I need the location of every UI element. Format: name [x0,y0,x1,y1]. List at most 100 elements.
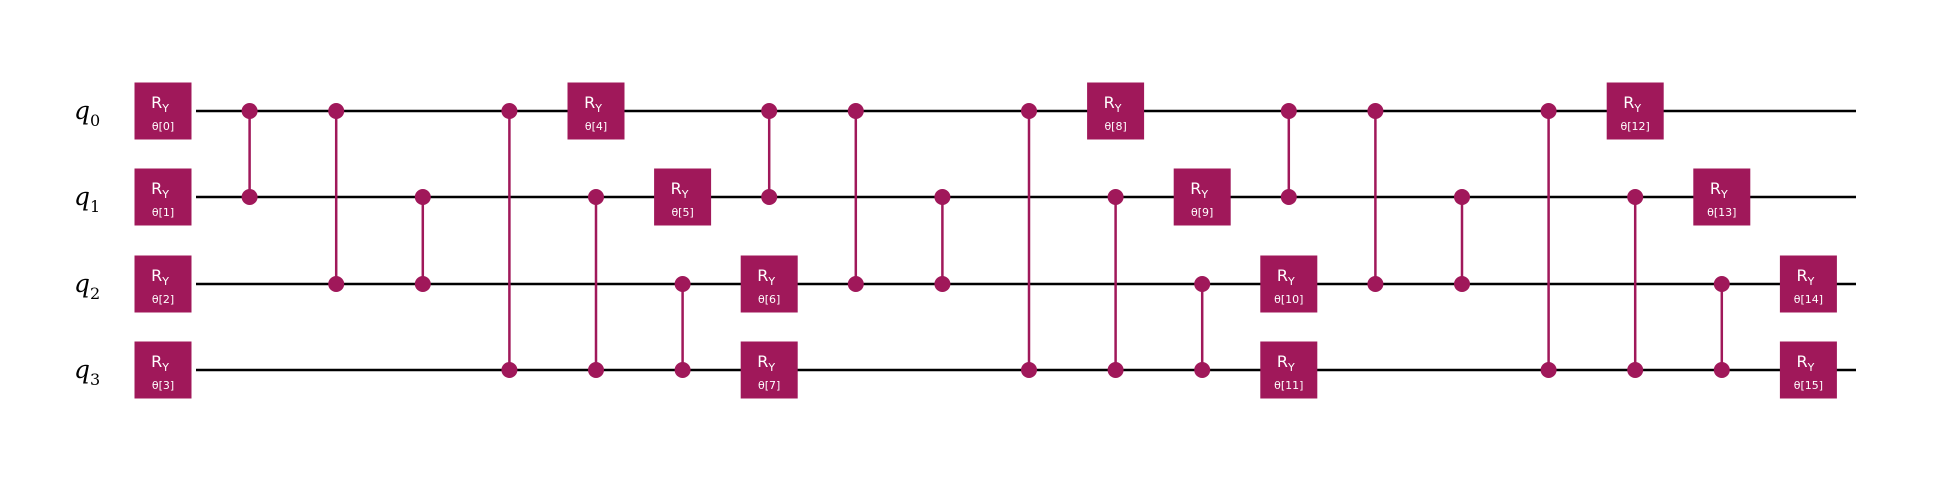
ry-gate-box [740,255,798,313]
ry-gate: RY θ[10] [1260,255,1318,313]
cz-control-dot [1540,103,1557,119]
cz-gate [847,103,864,292]
cz-control-dot [1454,189,1470,205]
cz-control-dot [1367,276,1384,292]
ry-gate: RY θ[0] [134,82,192,140]
cz-control-dot [1627,189,1644,205]
cz-control-dot [847,276,864,292]
cz-control-dot [934,189,951,205]
qubit-label-q1: q1 [74,182,100,216]
ry-gate-label: RY [1104,93,1122,115]
cz-control-dot [501,103,518,119]
cz-control-dot [1280,189,1297,205]
cz-gate [1021,103,1037,378]
cz-control-dot [241,103,258,119]
cz-gate [1713,276,1730,378]
ry-gate-label: RY [584,93,602,115]
ry-gate: RYθ[2] [134,255,192,313]
ry-gate-label: RY [1796,352,1814,374]
cz-control-dot [1713,362,1730,378]
ry-gate-label: RY [1190,179,1208,201]
cz-control-dot [847,103,864,119]
ry-gate-box [1779,255,1837,313]
cz-gate [1280,103,1297,205]
ry-gate-parameter: θ[6] [758,293,780,306]
cz-gate [1627,189,1644,378]
ry-gate-parameter: θ[15] [1794,379,1823,392]
ry-gate: RY θ[5] [654,168,712,226]
ry-gate-box [654,168,712,226]
cz-gate [761,103,778,205]
cz-control-dot [1713,276,1730,292]
cz-control-dot [1194,276,1211,292]
cz-gate [414,189,431,292]
ry-gate: RY θ[4] [567,82,625,140]
ry-gate: RYθ[3] [134,341,192,399]
ry-gate-label: RY [757,352,775,374]
ry-gates: RYθ[0]RYθ[1]RYθ[2]RYθ[3]RYθ[4]RYθ[5]RYθ[… [134,82,1837,399]
ry-gate-parameter: θ[10] [1274,293,1303,306]
ry-gate-box [1260,255,1318,313]
cz-control-dot [1540,362,1557,378]
ry-gate-parameter: θ[0] [152,120,174,133]
cz-gate [501,103,518,378]
controlled-z-gates [241,103,1730,378]
ry-gate-box [567,82,625,140]
ry-gate: RY θ[8] [1087,82,1145,140]
ry-gate-label: RY [671,179,689,201]
ry-gate-box [1087,82,1145,140]
ry-gate-label: RY [151,93,169,115]
ry-gate-parameter: θ[8] [1104,120,1126,133]
cz-gate [241,103,258,205]
cz-control-dot [674,276,691,292]
ry-gate-box [1173,168,1231,226]
ry-gate-label: RY [1277,266,1295,288]
ry-gate-box [1693,168,1751,226]
cz-control-dot [501,362,518,378]
cz-gate [934,189,951,292]
ry-gate-parameter: θ[12] [1621,120,1650,133]
ry-gate-label: RY [151,266,169,288]
cz-gate [1454,189,1470,292]
ry-gate: RY θ[6] [740,255,798,313]
ry-gate: RYθ[12] [1606,82,1664,140]
ry-gate-box [134,82,192,140]
ry-gate: RY θ[14] [1779,255,1837,313]
ry-gate-parameter: θ[9] [1191,206,1213,219]
ry-gate-box [1260,341,1318,399]
cz-gate [1540,103,1557,378]
ry-gate: RY θ[15] [1779,341,1837,399]
cz-control-dot [1627,362,1644,378]
ry-gate-label: RY [151,352,169,374]
cz-gate [674,276,691,378]
qubit-wires [196,109,1856,372]
ry-gate-label: RY [757,266,775,288]
ry-gate: RYθ[1] [134,168,192,226]
ry-gate-label: RY [1710,179,1728,201]
ry-gate-box [134,255,192,313]
qubit-label-q0: q0 [74,96,100,130]
ry-gate-label: RY [1796,266,1814,288]
ry-gate: RYθ[13] [1693,168,1751,226]
ry-gate-parameter: θ[14] [1794,293,1823,306]
ry-gate-parameter: θ[5] [671,206,693,219]
cz-control-dot [934,276,951,292]
cz-control-dot [761,103,778,119]
cz-control-dot [761,189,778,205]
cz-control-dot [588,189,604,205]
qubit-label-q2: q2 [74,269,100,303]
cz-control-dot [241,189,258,205]
ry-gate-parameter: θ[4] [585,120,607,133]
ry-gate: RY θ[7] [740,341,798,399]
cz-gate [1194,276,1211,378]
ry-gate-label: RY [151,179,169,201]
cz-gate [588,189,604,378]
ry-gate-parameter: θ[7] [758,379,780,392]
cz-control-dot [1454,276,1470,292]
cz-control-dot [328,276,345,292]
cz-control-dot [328,103,345,119]
ry-gate-box [134,341,192,399]
cz-gate [328,103,345,292]
